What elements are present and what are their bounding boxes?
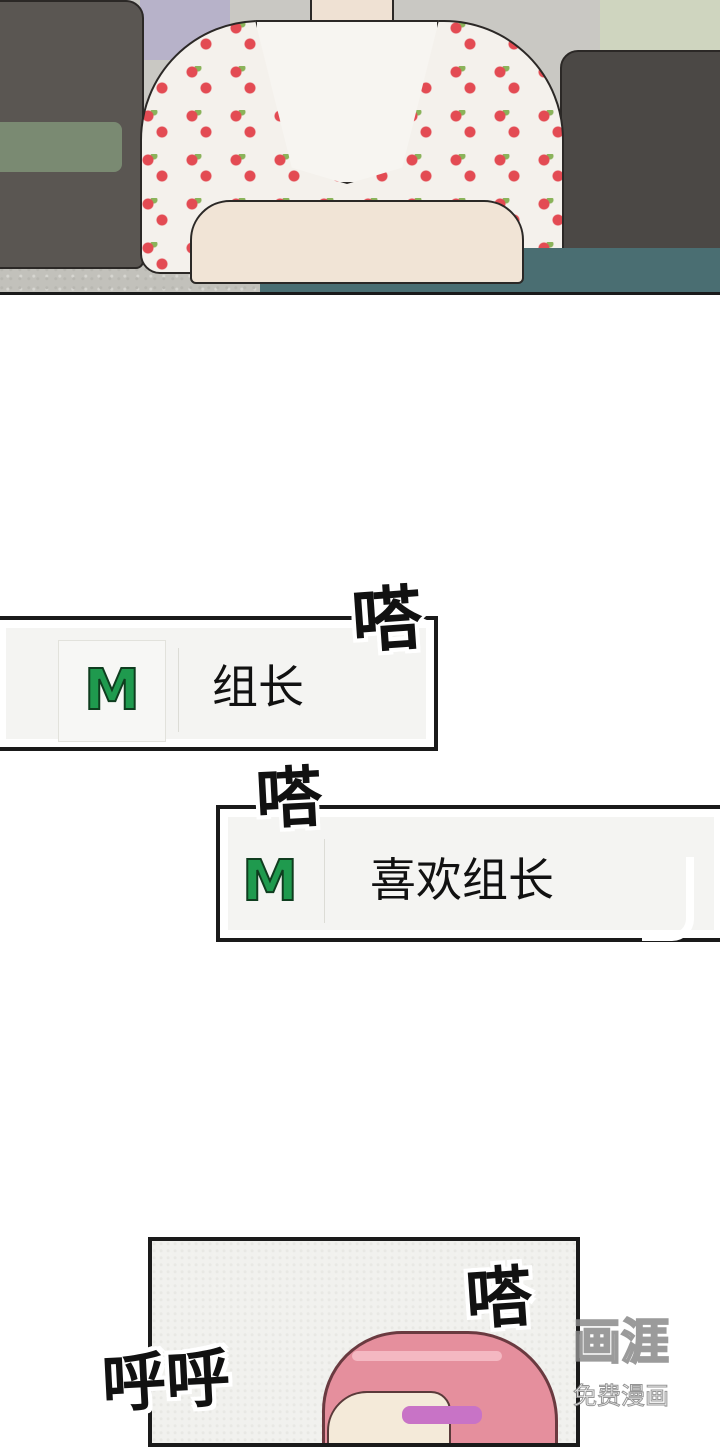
notification-divider [324, 839, 325, 923]
hair-clip [402, 1406, 482, 1424]
office-chair-right [560, 50, 720, 269]
notification-bubble-2: M 喜欢组长 [216, 805, 720, 942]
notification-body: M 组长 [6, 628, 426, 742]
tap-sound-effect: 嗒 [349, 576, 425, 664]
typing-hands [190, 200, 524, 284]
watermark-subtitle: 免费漫画 [573, 1382, 670, 1411]
app-icon-letter: M [83, 658, 141, 723]
bottom-comic-panel [148, 1237, 580, 1447]
notification-divider [178, 648, 179, 732]
notification-bubble-1: M 组长 [0, 616, 438, 751]
messenger-app-icon: M [228, 833, 312, 931]
chair-seat [0, 122, 122, 172]
top-comic-panel [0, 0, 720, 295]
hair-highlight [352, 1351, 502, 1361]
app-icon-letter: M [241, 849, 299, 914]
breathing-sound-effect: 呼呼 [100, 1341, 232, 1423]
site-watermark: 画涯 免费漫画 [556, 1314, 686, 1422]
watermark-logo: 画涯 [572, 1314, 670, 1370]
messenger-app-icon: M [58, 640, 166, 742]
tap-sound-effect: 嗒 [254, 758, 324, 839]
notification-message: 组长 [212, 660, 304, 714]
office-chair-left [0, 0, 144, 269]
faded-glyph [642, 857, 694, 941]
tap-sound-effect: 嗒 [463, 1257, 535, 1340]
notification-body: M 喜欢组长 [228, 817, 714, 941]
notification-message: 喜欢组长 [370, 853, 554, 907]
